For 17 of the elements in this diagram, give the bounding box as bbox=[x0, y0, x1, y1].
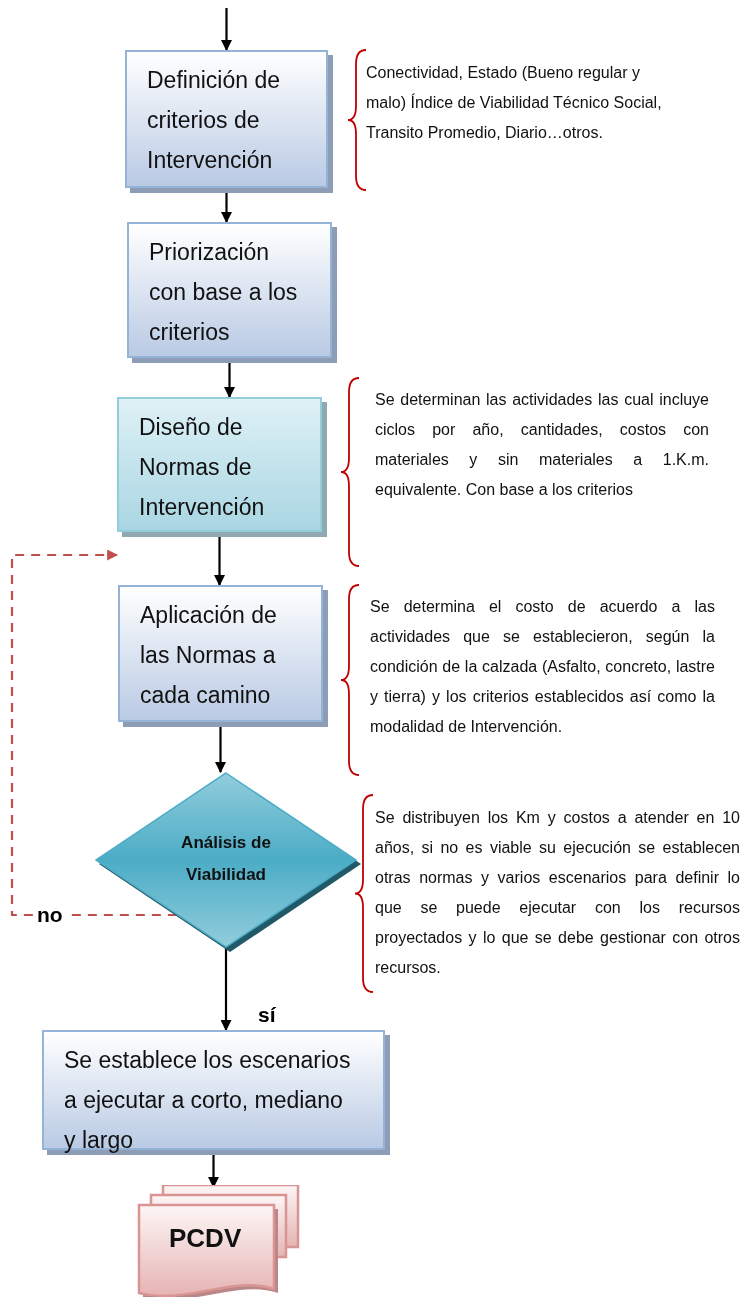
arrow bbox=[220, 948, 232, 1032]
dashed-arrow bbox=[10, 549, 177, 917]
box-text: Diseño de Normas de Intervención bbox=[139, 413, 266, 522]
document-label: PCDV bbox=[169, 1223, 242, 1254]
annotation-text: Se determinan las actividades las cual incluye ciclos por año, cantidades, costos con materiales y sin materiales a 1.K.m. equivalente. Con base a los criterios bbox=[375, 390, 709, 500]
box-text: Priorización con base a los criterios bbox=[149, 238, 299, 347]
arrow bbox=[221, 8, 232, 52]
annotation-text: Conectividad, Estado (Bueno regular y malo) Índice de Viabilidad Técnico Social, Transito Promedio, Diario…otros. bbox=[366, 63, 663, 143]
annotation-text: Se distribuyen los Km y costos a atender en 10 años, si no es viable su ejecución se establecen otras normas y varios escenarios para definir lo que se puede ejecutar con los recursos proyectados y lo que se debe gestionar con otros recursos. bbox=[375, 808, 740, 978]
arrow bbox=[215, 724, 226, 774]
arrow bbox=[214, 534, 225, 587]
arrow bbox=[224, 360, 235, 399]
box-text: Se establece los escenarios a ejecutar a corto, mediano y largo bbox=[64, 1046, 352, 1155]
box-text: Definición de criterios de Intervención bbox=[147, 66, 281, 175]
arrow bbox=[221, 190, 232, 224]
box-text: Aplicación de las Normas a cada camino bbox=[140, 601, 278, 710]
annotation-text: Se determina el costo de acuerdo a las actividades que se establecieron, según la condición de la calzada (Asfalto, concreto, lastre y tierra) y los criterios establecidos así como la modalidad de Intervención. bbox=[370, 597, 715, 737]
